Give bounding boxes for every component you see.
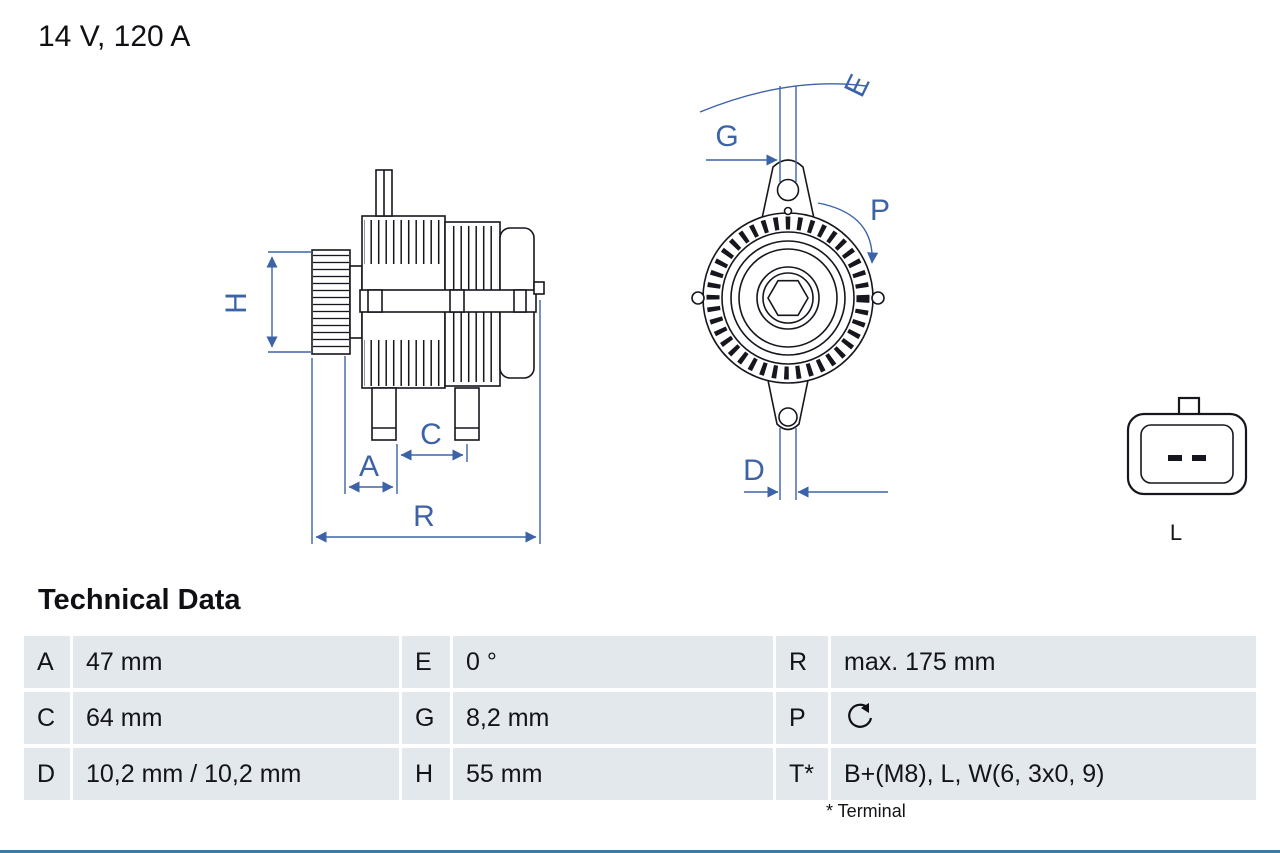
dim-label-h: H [220,292,253,314]
table-cell-value: 64 mm [73,692,399,744]
connector-drawing [1126,396,1248,496]
table-cell-value: 0 ° [453,636,773,688]
side-view-drawing [311,169,545,441]
dim-label-r: R [413,500,435,533]
table-cell-value: 55 mm [453,748,773,800]
table-cell-value: 10,2 mm / 10,2 mm [73,748,399,800]
table-cell-rotation [831,692,1256,744]
connector-label: L [1170,520,1182,545]
front-view-dimensions [699,83,888,500]
dim-label-d: D [743,454,765,487]
bottom-divider [0,850,1280,853]
table-cell-key: C [24,692,70,744]
technical-data-table: A 47 mm E 0 ° R max. 175 mm C 64 mm G 8,… [24,636,1256,800]
dim-label-a: A [359,450,379,483]
table-cell-key: E [402,636,450,688]
table-cell-key: G [402,692,450,744]
page-title: 14 V, 120 A [38,20,191,53]
section-heading: Technical Data [38,584,241,616]
table-cell-key: H [402,748,450,800]
dim-label-e: E [838,70,876,102]
table-cell-value: B+(M8), L, W(6, 3x0, 9) [831,748,1256,800]
table-cell-value: 47 mm [73,636,399,688]
table-cell-value: 8,2 mm [453,692,773,744]
side-view-dimensions [266,251,541,544]
dim-label-p: P [870,194,890,227]
rotation-direction-icon [844,702,878,734]
table-cell-value: max. 175 mm [831,636,1256,688]
terminal-footnote: * Terminal [826,801,906,821]
dim-label-c: C [420,418,442,451]
front-view-drawing [691,159,885,431]
table-cell-key: R [776,636,828,688]
table-cell-key: A [24,636,70,688]
table-cell-key: D [24,748,70,800]
dim-label-g: G [715,120,738,153]
technical-drawing: H C A R [220,70,1248,545]
table-cell-key: P [776,692,828,744]
table-cell-key: T* [776,748,828,800]
